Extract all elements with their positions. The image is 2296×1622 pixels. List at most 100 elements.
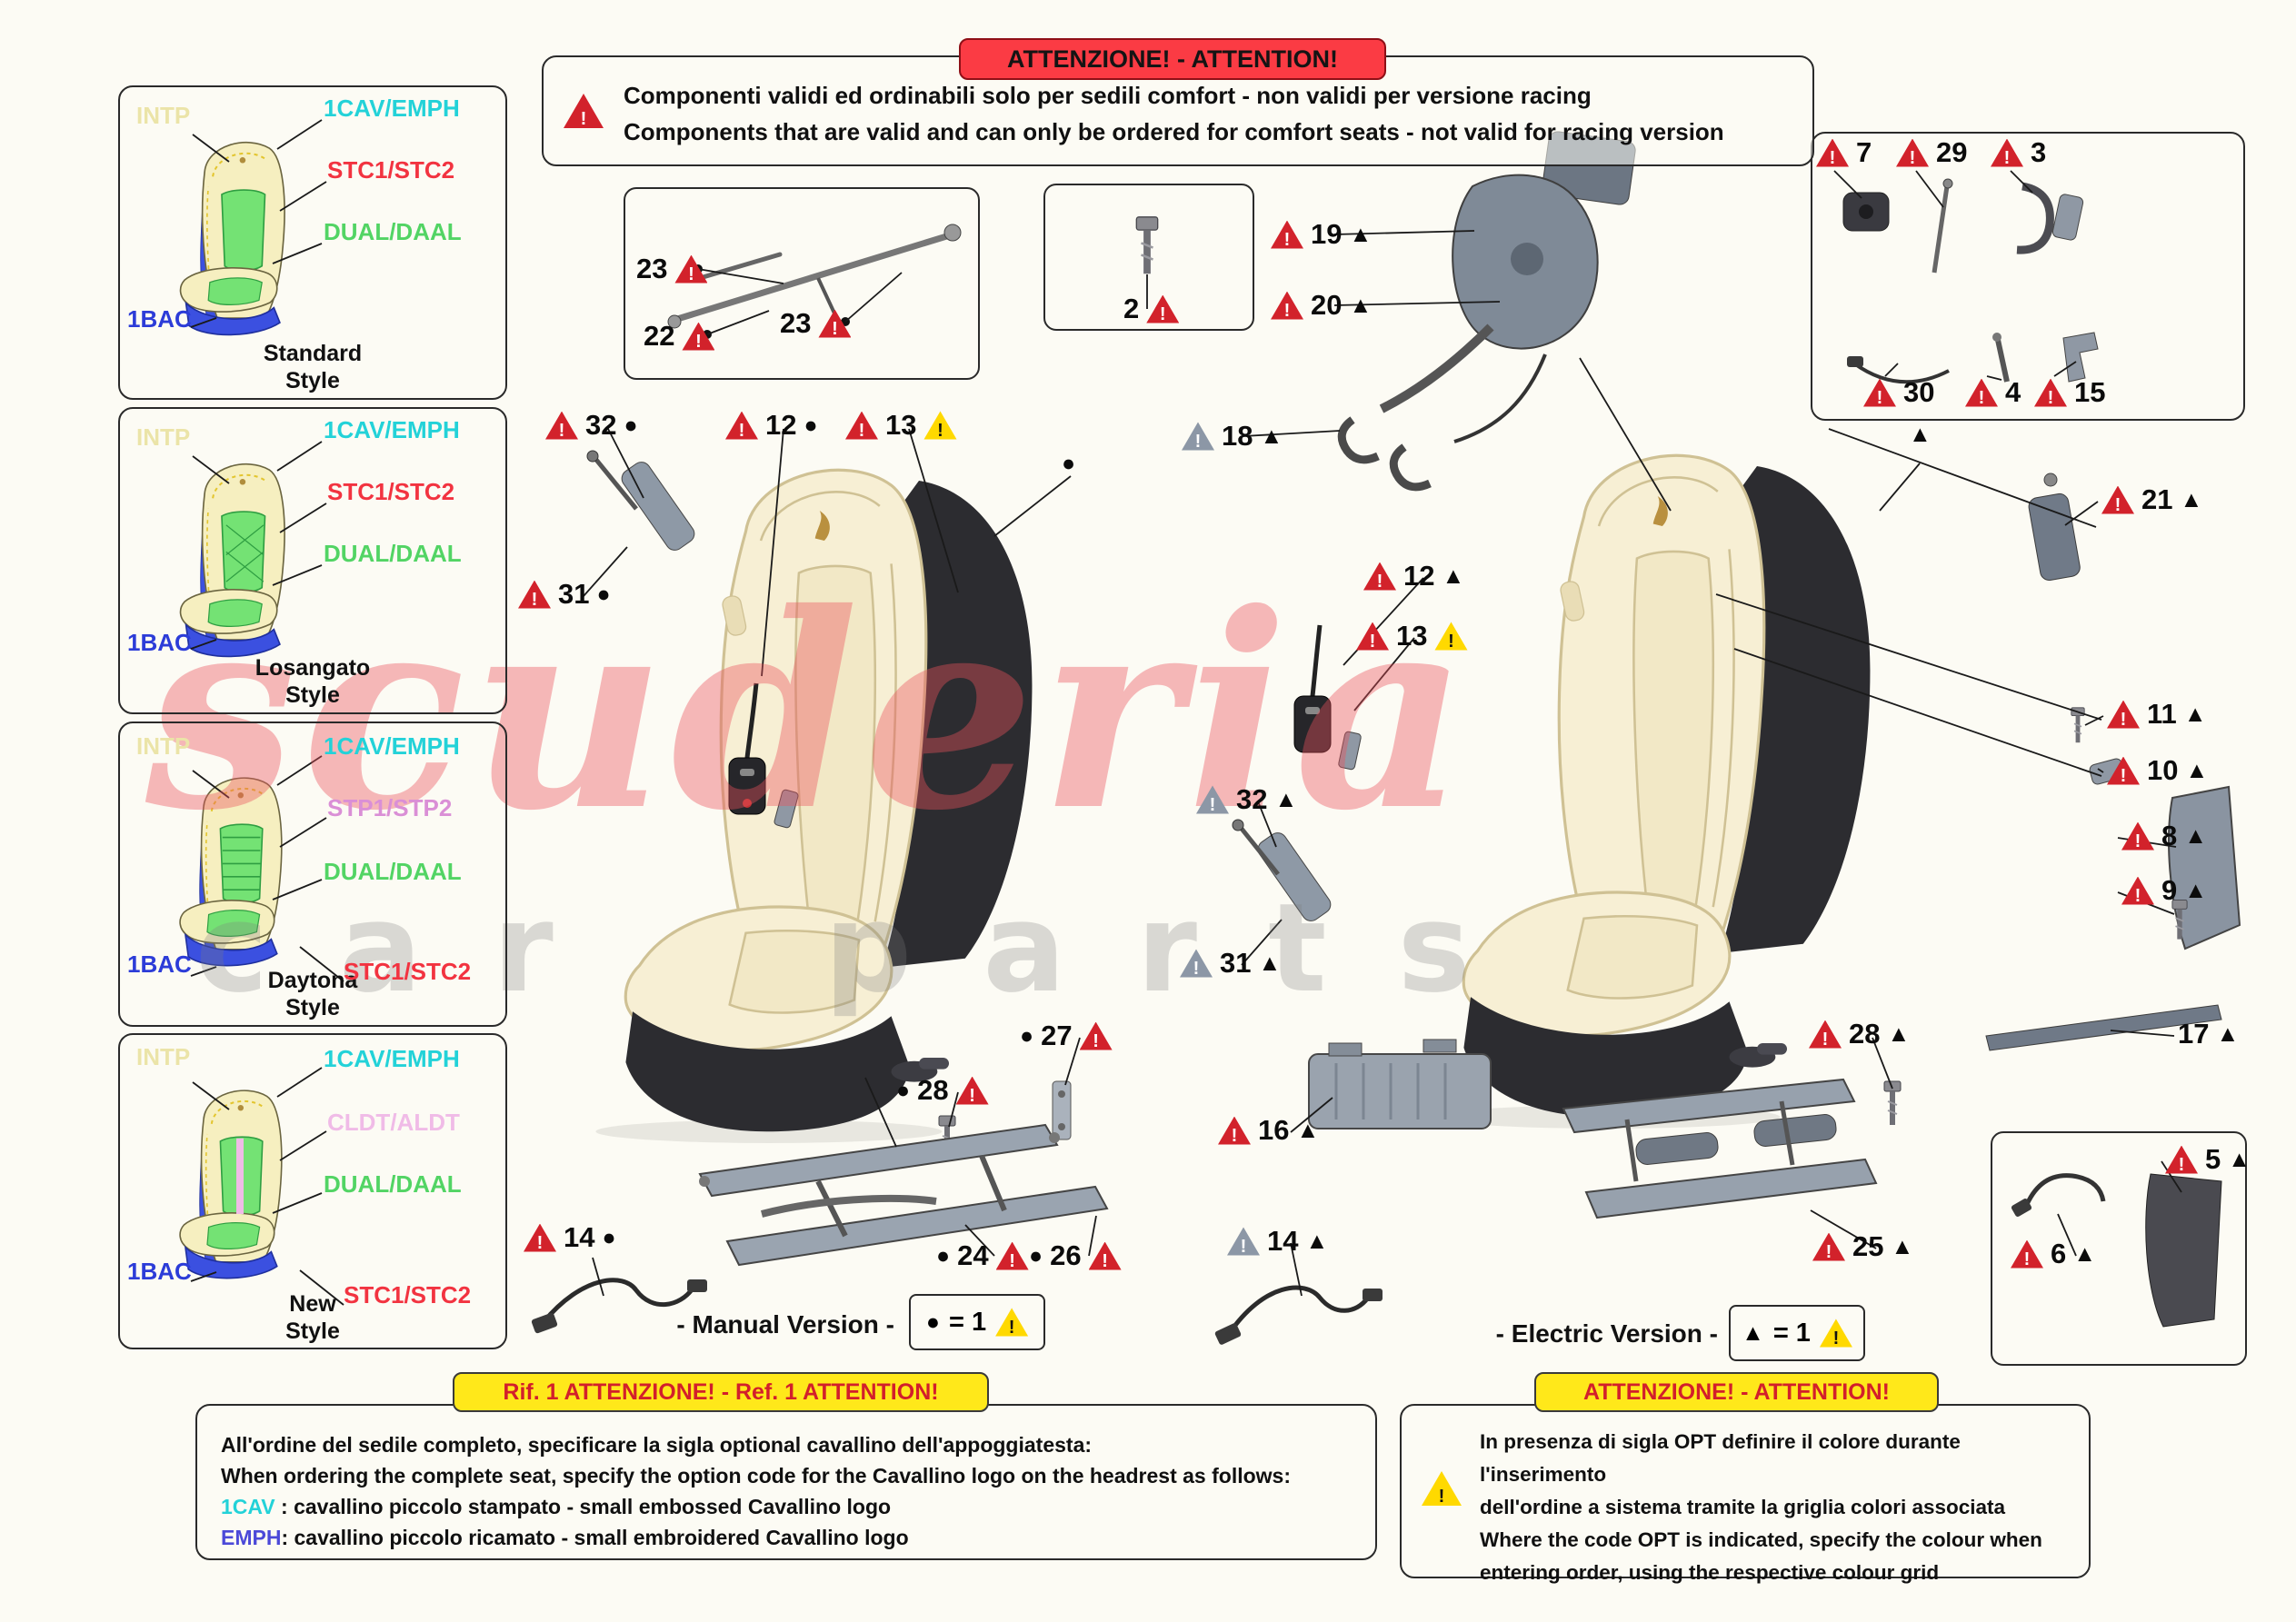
part-number: 23 (636, 253, 668, 284)
opt-note-line1: In presenza di sigla OPT definire il col… (1480, 1430, 1961, 1486)
part-number: 19 (1311, 218, 1343, 250)
callout-15[interactable]: 15 (2034, 376, 2105, 409)
callout-28-manual[interactable]: ●28 (896, 1074, 989, 1107)
triangle-marker: ▲ (1349, 292, 1373, 318)
code-label-cav: 1CAV/EMPH (324, 732, 460, 760)
dot-marker: ● (596, 581, 611, 607)
warning-red-icon (2165, 1145, 2198, 1176)
callout-24[interactable]: ●24 (936, 1239, 1029, 1272)
part-number: 15 (2074, 376, 2106, 408)
part-number: 8 (2161, 820, 2178, 851)
callout-9[interactable]: 9▲ (2121, 874, 2207, 907)
callout-23-a[interactable]: 23 (636, 253, 708, 285)
part-number: 12 (765, 409, 797, 441)
guide-rod-29 (1932, 178, 1953, 274)
opt-note-line3: Where the code OPT is indicated, specify… (1480, 1528, 2042, 1551)
dot-marker: ● (925, 1309, 940, 1335)
callout-11[interactable]: 11▲ (2107, 698, 2207, 731)
side-parts-detail-box (1991, 1131, 2247, 1366)
callout-17[interactable]: 17▲ (2178, 1018, 2239, 1050)
triangle-marker: ▲ (1909, 422, 1932, 447)
callout-2[interactable]: 2 (1123, 293, 1180, 325)
trim-strip-17 (1985, 1004, 2222, 1051)
callout-30[interactable]: 30 (1863, 376, 1934, 409)
callout-31-manual[interactable]: 31● (518, 578, 611, 611)
callout-16[interactable]: 16▲ (1218, 1114, 1319, 1147)
callout-19[interactable]: 19▲ (1271, 218, 1372, 251)
code-label-stc: STC1/STC2 (327, 156, 455, 184)
callout-20[interactable]: 20▲ (1271, 289, 1372, 322)
style-name-line2: Style (285, 1318, 340, 1344)
triangle-marker: ▲ (1742, 1319, 1764, 1346)
callout-18[interactable]: 18▲ (1182, 420, 1283, 453)
wiring-harness-electric (1214, 1285, 1383, 1345)
callout-32-manual[interactable]: 32● (545, 409, 638, 442)
callout-22[interactable]: 22 (644, 320, 715, 353)
legend-equals: = 1 (948, 1307, 987, 1337)
warning-red-icon (725, 411, 758, 442)
daytona-style-box (118, 721, 507, 1027)
callout-26[interactable]: ●26 (1029, 1239, 1122, 1272)
callout-14-manual[interactable]: 14● (524, 1221, 616, 1254)
triangle-marker: ▲ (2180, 486, 2203, 512)
part-number: 12 (1403, 560, 1435, 592)
triangle-marker: ▲ (2185, 757, 2209, 783)
callout-13-electric[interactable]: 13 (1356, 620, 1468, 652)
warning-red-icon (564, 94, 604, 133)
callout-4[interactable]: 4 (1965, 376, 2021, 409)
part-number: 6 (2051, 1238, 2067, 1269)
callout-27[interactable]: ●27 (1020, 1020, 1113, 1052)
triangle-marker: ▲ (1296, 1117, 1320, 1143)
warning-red-icon (1896, 138, 1929, 169)
triangle-marker: ▲ (2184, 877, 2207, 903)
callout-23-b[interactable]: 23 (780, 307, 852, 340)
part-number: 5 (2205, 1143, 2221, 1175)
dot-marker: ● (1062, 451, 1076, 476)
callout-12-manual[interactable]: 12● (725, 409, 818, 442)
warning-yellow-icon (1819, 1318, 1852, 1349)
seatbelt-buckle-manual (728, 682, 799, 829)
headrest-bezel-7 (1842, 192, 1890, 232)
callout-14-electric[interactable]: 14▲ (1227, 1225, 1328, 1258)
callout-5[interactable]: 5▲ (2165, 1143, 2251, 1176)
code-label-stc: STC1/STC2 (327, 478, 455, 505)
callout-8[interactable]: 8▲ (2121, 820, 2207, 852)
manual-version-label: - Manual Version - (676, 1310, 894, 1338)
warning-red-icon (524, 1223, 556, 1254)
part-number: 21 (2141, 483, 2173, 515)
triangle-marker: ▲ (2073, 1240, 2096, 1267)
style-name-line1: Standard (263, 341, 363, 366)
callout-3[interactable]: 3 (1991, 136, 2046, 169)
seat-rails-manual (698, 1123, 1109, 1267)
warning-red-icon (995, 1241, 1029, 1272)
warning-red-icon (1812, 1232, 1845, 1263)
triangle-marker: ▲ (2183, 701, 2207, 727)
bottom-left-attention-box: All'ordine del sedile completo, specific… (195, 1404, 1377, 1560)
callout-13-manual[interactable]: 13 (845, 409, 957, 442)
hook-part-3 (2016, 182, 2084, 254)
callout-32-electric[interactable]: 32▲ (1196, 783, 1297, 816)
triangle-marker: ▲ (1442, 562, 1465, 589)
callout-7[interactable]: 7 (1816, 136, 1872, 169)
callout-10[interactable]: 10▲ (2107, 754, 2208, 787)
callout-25[interactable]: 25▲ (1812, 1230, 1913, 1263)
warning-red-icon (2011, 1239, 2043, 1270)
callout-12-electric[interactable]: 12 ▲ (1363, 560, 1464, 592)
screw-detail-box (1043, 184, 1254, 331)
part-number: 13 (1396, 620, 1428, 652)
warning-grey-icon (1196, 785, 1229, 816)
callout-31-electric[interactable]: 31▲ (1180, 947, 1281, 980)
callout-29[interactable]: 29 (1896, 136, 1967, 169)
warning-yellow-icon (1422, 1471, 1462, 1510)
dot-marker: ● (1029, 1242, 1043, 1269)
warning-red-icon (1363, 562, 1396, 592)
callout-21[interactable]: 21 ▲ (2101, 483, 2202, 516)
seat-adjuster-bracket-electric (1232, 819, 1332, 921)
warning-red-icon (1218, 1116, 1251, 1147)
callout-6[interactable]: 6▲ (2011, 1238, 2096, 1270)
style-name-line2: Style (285, 682, 340, 708)
dot-marker: ● (624, 412, 638, 438)
part-number: 23 (780, 307, 812, 339)
callout-28-electric[interactable]: 28▲ (1809, 1018, 1910, 1050)
bottom-left-attention-header: Rif. 1 ATTENZIONE! - Ref. 1 ATTENTION! (453, 1372, 989, 1412)
